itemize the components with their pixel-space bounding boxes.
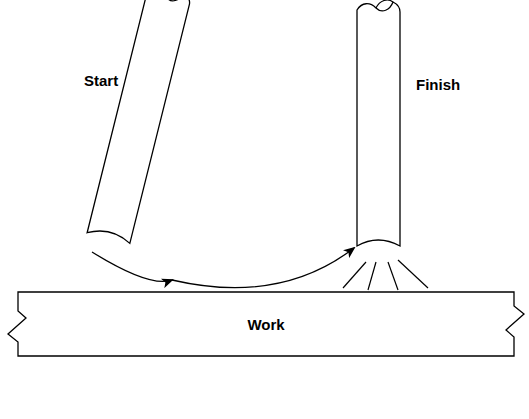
arc-sparks [343,260,428,290]
motion-arrow [172,248,354,288]
work-plate [8,292,524,356]
part-label: Work [247,316,284,333]
work-piece: Work [26,293,506,355]
position-label: Finish [416,76,460,93]
electrode-finish [357,0,400,246]
electrode-start [87,0,192,243]
motion-arrow [92,252,172,281]
position-label: Start [84,72,118,89]
